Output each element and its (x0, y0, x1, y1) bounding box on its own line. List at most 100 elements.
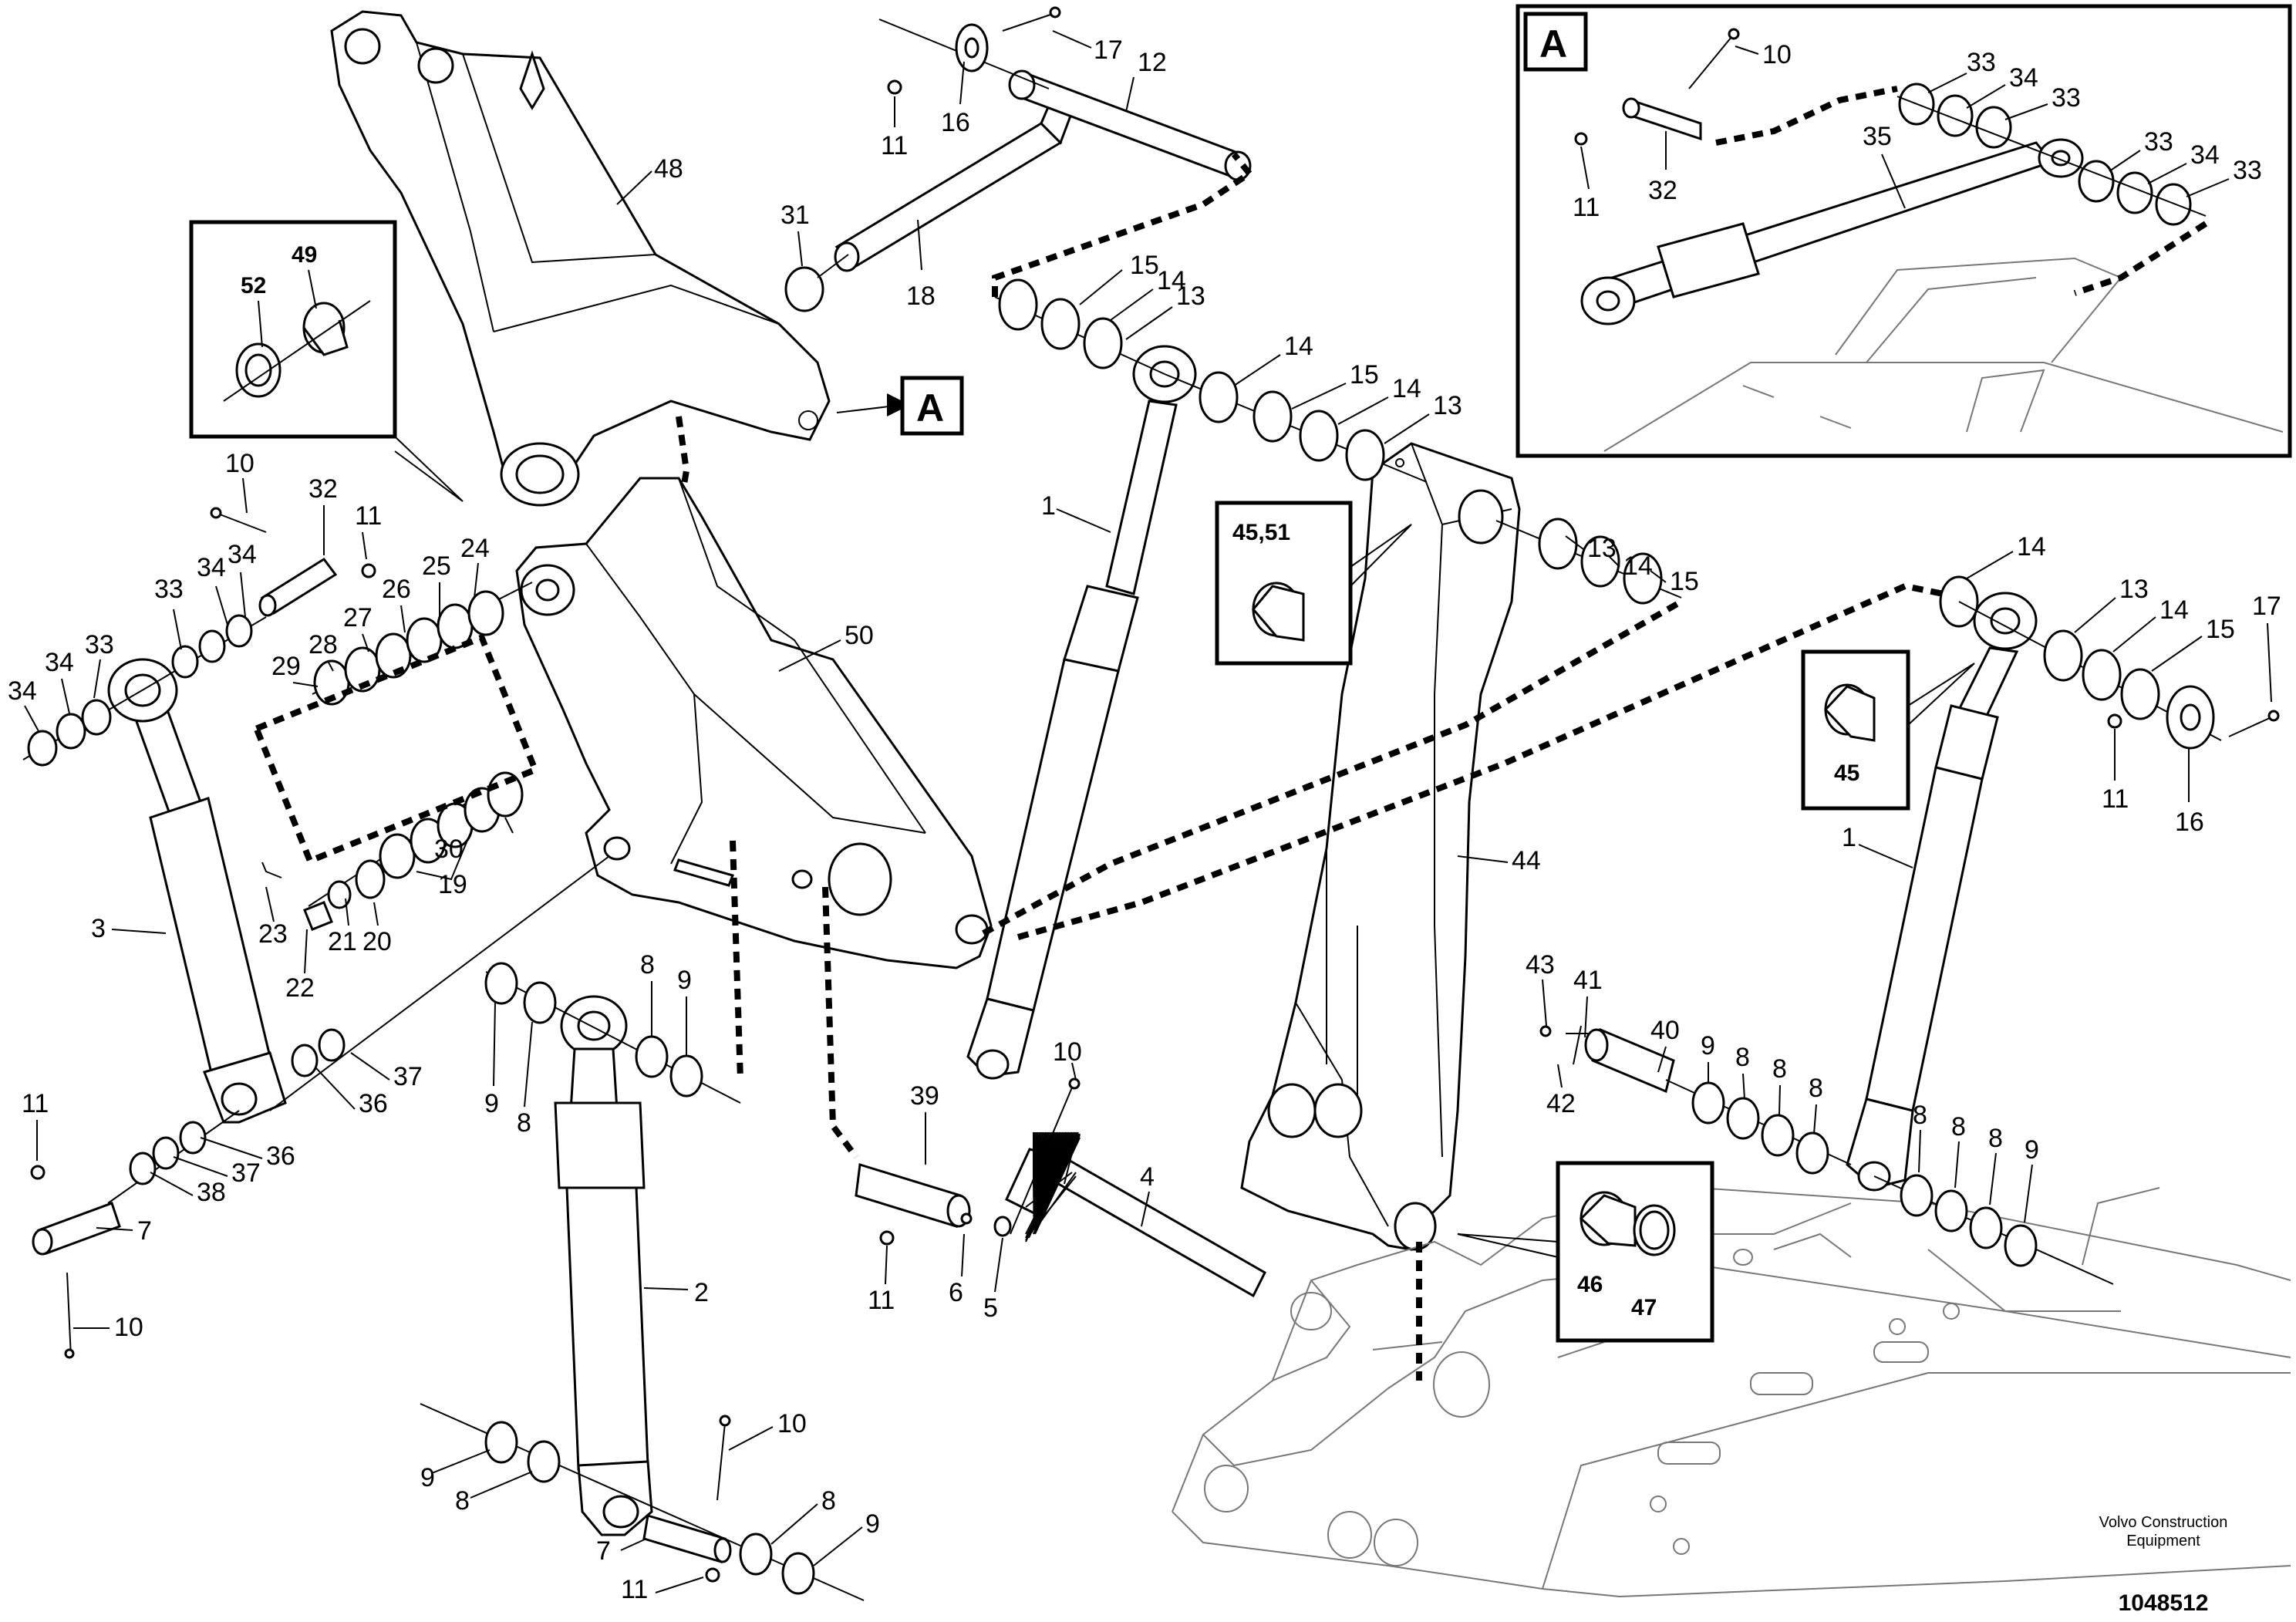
alignment-dashes (252, 152, 1944, 1381)
washers-detail-a (1896, 83, 2207, 226)
svg-text:46: 46 (1577, 1272, 1603, 1297)
svg-text:14: 14 (2159, 595, 2189, 625)
washer-stacks (22, 19, 2222, 1601)
svg-text:14: 14 (1392, 374, 1421, 403)
detail-a-callout: A (836, 376, 964, 436)
svg-text:16: 16 (2175, 808, 2204, 837)
pin-39 (855, 1163, 971, 1228)
pin-32-left (258, 557, 338, 617)
detail-a-marker-box (1523, 12, 1588, 72)
svg-text:48: 48 (654, 154, 683, 184)
svg-text:12: 12 (1138, 48, 1167, 77)
svg-text:49: 49 (292, 242, 317, 268)
svg-text:10: 10 (225, 449, 255, 478)
svg-text:15: 15 (1130, 251, 1159, 280)
svg-text:11: 11 (22, 1089, 49, 1118)
svg-text:5: 5 (983, 1293, 998, 1323)
svg-text:10: 10 (114, 1313, 143, 1342)
pin-12 (1008, 69, 1252, 181)
svg-text:43: 43 (1526, 950, 1555, 980)
svg-text:15: 15 (1670, 567, 1699, 596)
svg-text:42: 42 (1546, 1089, 1576, 1118)
svg-text:8: 8 (1951, 1112, 1966, 1141)
svg-text:27: 27 (343, 603, 373, 632)
cylinder-3 (107, 658, 287, 1124)
svg-text:4: 4 (1140, 1162, 1155, 1192)
svg-text:32: 32 (1648, 176, 1677, 205)
svg-text:11: 11 (2102, 784, 2129, 814)
detail-a-panel: A (1515, 4, 2292, 458)
svg-text:7: 7 (137, 1216, 152, 1246)
svg-text:14: 14 (1157, 266, 1186, 295)
svg-text:14: 14 (1623, 551, 1653, 581)
svg-text:34: 34 (2009, 63, 2038, 93)
svg-text:13: 13 (2119, 575, 2149, 604)
svg-text:9: 9 (865, 1509, 880, 1539)
svg-text:8: 8 (821, 1486, 836, 1516)
chassis (1172, 1186, 2291, 1598)
svg-text:11: 11 (1573, 193, 1600, 222)
detail-a-marker-label: A (1539, 22, 1567, 66)
footer: Volvo Construction Equipment 1048512 (2099, 1514, 2228, 1616)
inset-45-51-label: 45,51 (1232, 520, 1290, 545)
svg-text:41: 41 (1573, 966, 1603, 995)
svg-text:39: 39 (910, 1081, 939, 1111)
svg-text:9: 9 (420, 1463, 435, 1492)
svg-text:8: 8 (1988, 1124, 2003, 1153)
svg-text:10: 10 (1053, 1037, 1082, 1067)
svg-text:1: 1 (1041, 491, 1056, 521)
svg-text:34: 34 (2190, 140, 2220, 170)
svg-text:8: 8 (1772, 1054, 1787, 1084)
drawing-number: 1048512 (2119, 1590, 2209, 1616)
publisher-line-2: Equipment (2126, 1533, 2200, 1549)
svg-text:34: 34 (45, 648, 74, 677)
svg-text:38: 38 (197, 1178, 226, 1207)
svg-text:16: 16 (941, 108, 970, 137)
svg-text:33: 33 (2052, 83, 2081, 113)
svg-text:18: 18 (906, 282, 936, 311)
svg-text:25: 25 (422, 551, 451, 581)
svg-text:15: 15 (1350, 360, 1379, 389)
svg-text:14: 14 (2017, 532, 2046, 561)
svg-text:40: 40 (1650, 1016, 1680, 1045)
svg-text:11: 11 (355, 501, 382, 531)
bushing-inset-45: 45 (1801, 649, 1975, 811)
callout-labels: 17 12 11 16 31 18 48 15 14 13 14 15 14 1… (8, 30, 2281, 1604)
svg-text:7: 7 (596, 1536, 611, 1566)
svg-text:22: 22 (285, 973, 315, 1003)
bolts (64, 6, 2280, 1501)
svg-text:28: 28 (308, 630, 338, 659)
svg-text:8: 8 (517, 1108, 531, 1138)
detail-a-pointer-label: A (916, 386, 944, 430)
svg-text:44: 44 (1512, 846, 1541, 875)
svg-text:15: 15 (2206, 615, 2235, 644)
svg-text:52: 52 (241, 273, 266, 298)
svg-text:2: 2 (694, 1278, 709, 1307)
svg-text:1: 1 (1842, 823, 1856, 852)
pin-40 (1584, 1027, 1675, 1094)
svg-text:47: 47 (1631, 1295, 1657, 1320)
svg-text:33: 33 (1967, 48, 1996, 77)
svg-text:33: 33 (2233, 156, 2262, 185)
svg-text:50: 50 (845, 621, 874, 650)
svg-text:3: 3 (91, 914, 106, 943)
pin-7-bottom (642, 1514, 732, 1563)
cylinder-1-right (1846, 592, 2038, 1192)
svg-text:11: 11 (881, 131, 908, 160)
svg-text:29: 29 (271, 652, 301, 681)
cylinder-2 (554, 995, 653, 1536)
svg-text:23: 23 (258, 919, 288, 949)
svg-text:17: 17 (1094, 35, 1123, 65)
svg-text:17: 17 (2252, 592, 2281, 621)
svg-text:33: 33 (154, 575, 184, 604)
svg-text:45: 45 (1834, 760, 1859, 786)
svg-text:33: 33 (85, 630, 114, 659)
svg-text:6: 6 (949, 1278, 963, 1307)
svg-text:26: 26 (382, 575, 411, 604)
publisher-line-1: Volvo Construction (2099, 1514, 2228, 1531)
svg-text:9: 9 (484, 1089, 499, 1118)
cylinder-1-centre (966, 345, 1197, 1080)
svg-text:37: 37 (393, 1062, 423, 1091)
svg-text:36: 36 (266, 1141, 295, 1171)
